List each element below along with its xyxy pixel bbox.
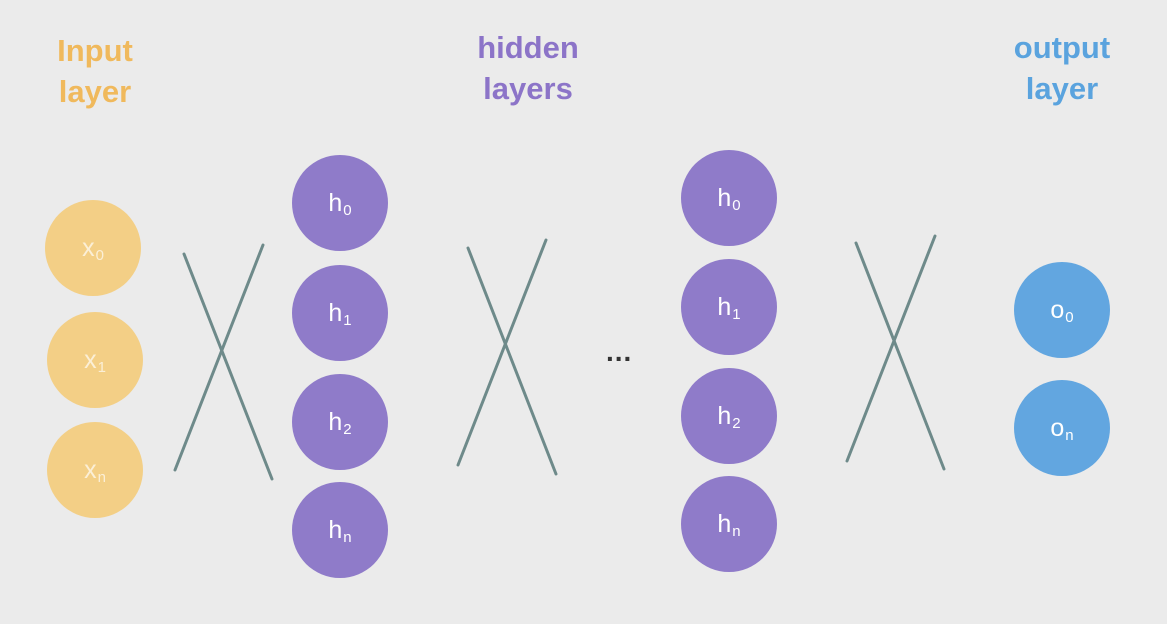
input-layer-title-line-1: Input	[57, 33, 133, 68]
input-layer-title-line-2: layer	[58, 74, 132, 109]
node-label: h	[717, 292, 732, 321]
node-label: h	[328, 407, 343, 436]
node-subscript: 0	[343, 201, 352, 219]
node-subscript: 1	[97, 358, 106, 376]
node-label: h	[717, 509, 732, 538]
connection-line	[182, 252, 274, 481]
node-subscript: 1	[732, 305, 741, 323]
node-label: h	[717, 401, 732, 430]
connection-line	[173, 243, 265, 472]
node-label: h	[328, 298, 343, 327]
input-layer-title: Input layer	[0, 30, 205, 112]
hidden-layers-title-line-2: layers	[483, 71, 573, 106]
node-subscript: 2	[343, 420, 352, 438]
node-label: x	[82, 233, 95, 262]
output-layer-title-line-2: layer	[1025, 71, 1099, 106]
node-label: h	[328, 188, 343, 217]
node-label: h	[717, 183, 732, 212]
node-subscript: 0	[732, 196, 741, 214]
node-subscript: n	[1065, 426, 1074, 444]
connection-line	[854, 241, 946, 471]
node-label: x	[84, 455, 97, 484]
node-label: o	[1050, 413, 1065, 442]
node-subscript: n	[732, 522, 741, 540]
node-subscript: 2	[732, 414, 741, 432]
node-label: o	[1050, 295, 1065, 324]
ellipsis: ...	[606, 336, 633, 367]
node-subscript: 0	[95, 246, 104, 264]
node-subscript: n	[343, 528, 352, 546]
node-subscript: n	[97, 468, 106, 486]
hidden-layers-title: hidden layers	[418, 27, 638, 109]
node-label: x	[84, 345, 97, 374]
node-subscript: 0	[1065, 308, 1074, 326]
node-subscript: 1	[343, 311, 352, 329]
connection-line	[456, 238, 548, 467]
hidden-layers-title-line-1: hidden	[477, 30, 579, 65]
connection-line	[845, 234, 937, 463]
output-layer-title: output layer	[952, 27, 1167, 109]
output-layer-title-line-1: output	[1013, 30, 1111, 65]
node-label: h	[328, 515, 343, 544]
connection-line	[466, 246, 558, 476]
